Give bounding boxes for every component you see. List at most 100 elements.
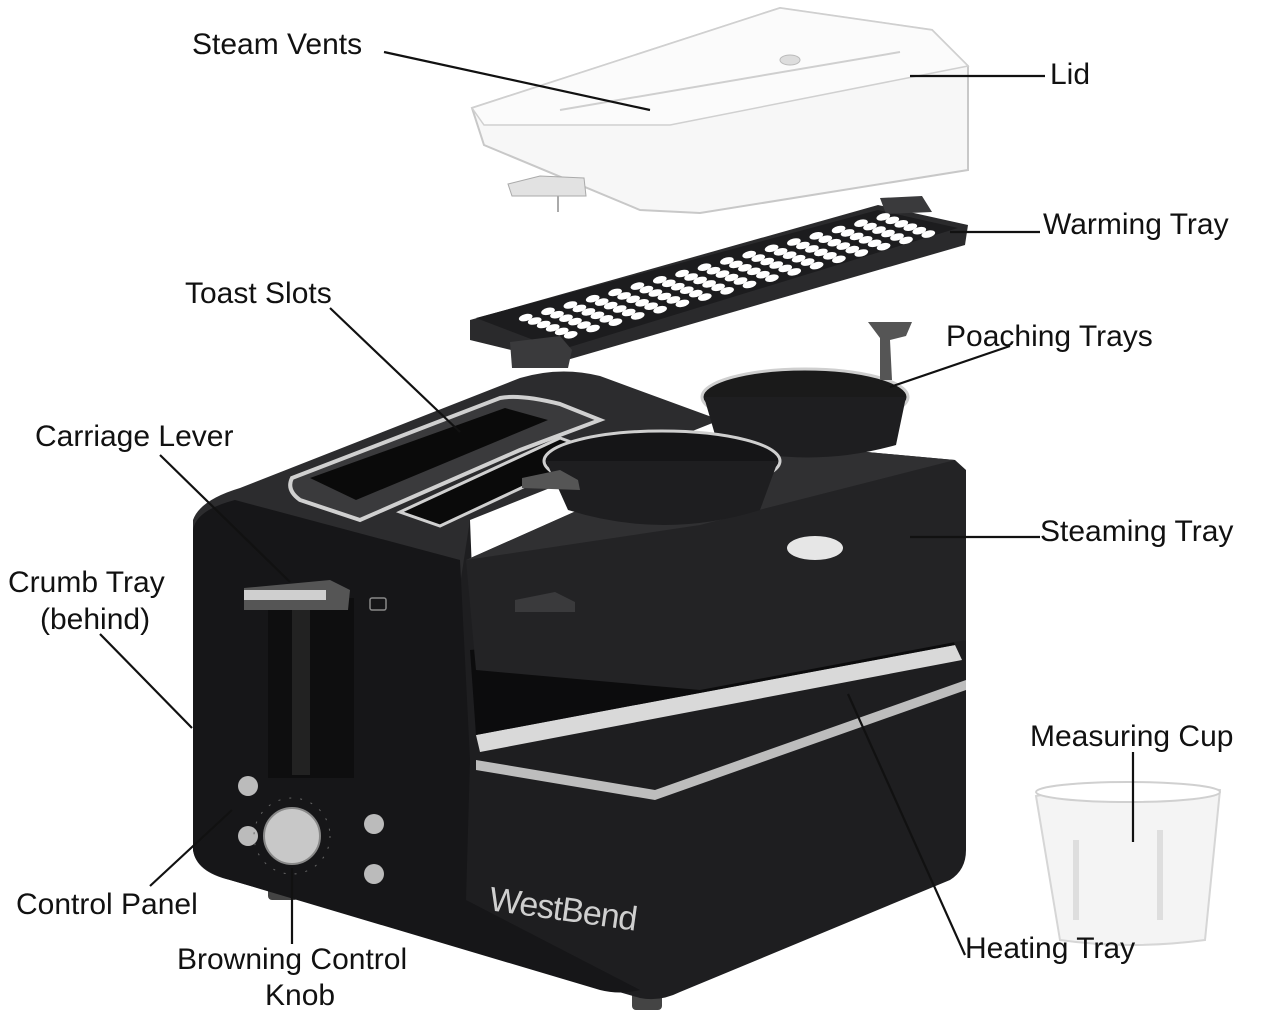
- warming-tray-hole: [809, 261, 824, 270]
- control-button-1: [238, 776, 258, 796]
- warming-tray-hole: [881, 229, 895, 238]
- warming-tray-hole: [765, 274, 779, 282]
- warming-tray-hole: [899, 236, 913, 245]
- warming-tray-hole: [563, 301, 578, 309]
- warming-tray-hole: [590, 311, 605, 320]
- poaching-trays: [522, 322, 912, 525]
- warming-tray-hole: [832, 255, 846, 264]
- warming-tray-hole: [890, 233, 904, 241]
- warming-tray-hole: [787, 238, 801, 246]
- warming-tray-hole: [876, 213, 891, 221]
- warming-tray-hole: [536, 320, 551, 329]
- leader-lines: [99, 50, 1135, 956]
- warming-tray-hole: [603, 301, 618, 310]
- warming-tray-hole: [849, 232, 864, 241]
- warming-tray-hole: [814, 248, 828, 257]
- leader-control-panel: [149, 809, 233, 887]
- warming-tray-hole: [858, 236, 873, 244]
- warming-tray-hole: [782, 251, 797, 259]
- warming-tray-hole: [599, 315, 614, 323]
- warming-tray-hole: [854, 249, 869, 257]
- warming-tray-hole: [697, 293, 712, 301]
- warming-tray-hole: [550, 310, 564, 319]
- warming-tray-hole: [559, 314, 573, 322]
- warming-tray-hole: [577, 321, 591, 329]
- warming-tray-hole: [626, 295, 640, 304]
- leader-poaching-trays: [889, 344, 1011, 389]
- label-heating-tray: Heating Tray: [965, 932, 1135, 965]
- warming-tray-hole: [652, 276, 667, 284]
- warming-tray-hole: [554, 327, 569, 336]
- warming-tray-hole: [702, 280, 716, 288]
- warming-tray-hole: [729, 260, 743, 269]
- label-poaching-trays: Poaching Trays: [946, 320, 1153, 353]
- leader-heating-tray: [846, 693, 967, 956]
- warming-tray-hole: [675, 299, 690, 308]
- label-browning-knob-line1: Browning Control: [177, 943, 407, 976]
- warming-tray-hole: [831, 225, 846, 234]
- warming-tray-hole: [778, 264, 793, 273]
- warming-tray-hole: [769, 261, 784, 269]
- warming-tray-hole: [541, 307, 555, 316]
- warming-tray-hole: [568, 317, 582, 326]
- label-toast-slots: Toast Slots: [185, 277, 332, 310]
- warming-tray-hole: [666, 296, 681, 304]
- warming-tray-hole: [635, 299, 649, 307]
- warming-tray-hole: [863, 222, 877, 231]
- warming-tray-hole: [630, 282, 645, 290]
- warming-tray-hole: [742, 280, 757, 289]
- leader-toast-slots: [329, 307, 461, 433]
- warming-tray-hole: [773, 248, 788, 256]
- label-browning-knob-line2: Knob: [265, 979, 335, 1012]
- warming-tray-hole: [679, 286, 694, 294]
- warming-tray-hole: [724, 273, 739, 282]
- label-steaming-tray: Steaming Tray: [1040, 515, 1233, 548]
- warming-tray-hole: [791, 254, 806, 263]
- label-carriage-lever: Carriage Lever: [35, 420, 233, 453]
- warming-tray-hole: [581, 308, 596, 316]
- warming-tray-hole: [867, 239, 882, 248]
- labels: Steam Vents Lid Warming Tray Toast Slots…: [8, 28, 1233, 1012]
- label-measuring-cup: Measuring Cup: [1030, 720, 1233, 753]
- warming-tray-hole: [630, 312, 645, 320]
- warming-tray-hole: [527, 317, 542, 325]
- warming-tray-hole: [653, 305, 667, 314]
- lid: [470, 6, 970, 215]
- label-lid: Lid: [1050, 58, 1090, 91]
- warming-tray-hole: [809, 232, 824, 240]
- warming-tray-hole: [912, 226, 927, 235]
- warming-tray-hole: [657, 292, 672, 301]
- warming-tray-hole: [836, 242, 851, 250]
- warming-tray-hole: [706, 266, 721, 275]
- warming-tray-hole: [720, 287, 734, 295]
- lever-icon: [369, 597, 387, 611]
- warming-tray-hole: [756, 270, 770, 279]
- control-panel: [238, 776, 384, 884]
- warming-tray-hole: [639, 285, 654, 294]
- label-crumb-tray-line2: (behind): [40, 603, 150, 636]
- leader-steam-vents: [383, 50, 651, 112]
- warming-tray-hole: [854, 219, 868, 227]
- warming-tray-hole: [800, 258, 815, 266]
- warming-tray-hole: [693, 276, 707, 285]
- warming-tray-hole: [805, 245, 819, 253]
- warming-tray-hole: [621, 308, 636, 317]
- toast-slots: [288, 394, 606, 528]
- warming-tray-hole: [747, 267, 761, 276]
- label-steam-vents: Steam Vents: [192, 28, 362, 61]
- leader-crumb-tray: [99, 633, 193, 729]
- control-button-4: [364, 864, 384, 884]
- warming-tray-hole: [572, 304, 587, 313]
- warming-tray-hole: [872, 226, 886, 234]
- warming-tray-hole: [608, 288, 622, 297]
- warming-tray-hole: [733, 277, 748, 285]
- warming-tray-hole: [617, 292, 631, 300]
- warming-tray-hole: [518, 313, 533, 322]
- label-control-panel: Control Panel: [16, 888, 198, 921]
- warming-tray-hole: [661, 279, 676, 288]
- warming-tray-hole: [876, 242, 891, 251]
- warming-tray-hole: [711, 283, 725, 292]
- heating-tray-chrome-lower: [476, 680, 966, 800]
- control-button-2: [238, 826, 258, 846]
